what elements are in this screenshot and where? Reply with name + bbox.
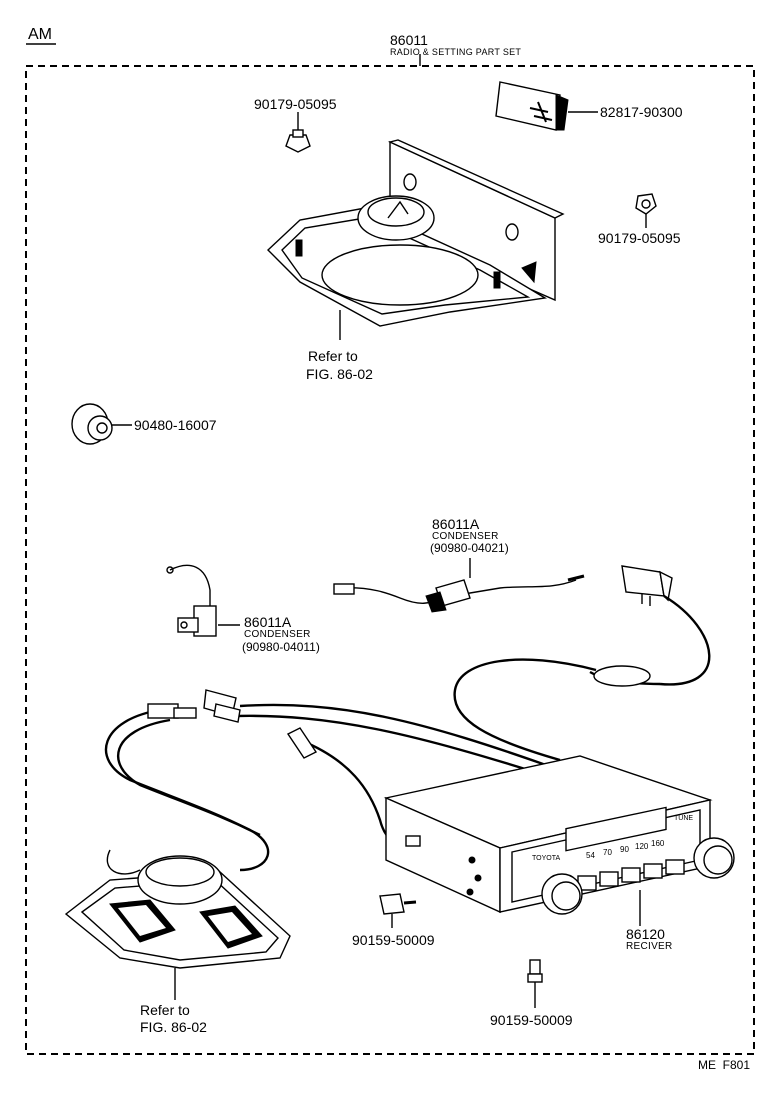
set-name: RADIO & SETTING PART SET	[390, 47, 522, 57]
radio-dial-mark: 160	[651, 839, 665, 848]
condenser-upper-sub: (90980-04021)	[430, 541, 509, 555]
screw-bottom	[527, 959, 543, 1008]
radio-tune: TUNE	[674, 815, 693, 822]
receiver-number: 86120	[626, 926, 665, 942]
receiver-wires	[104, 689, 561, 872]
part-screw-bottom: 90159-50009	[490, 1012, 573, 1028]
set-number: 86011	[390, 32, 428, 48]
radio-dial: 54 70 90 120 160	[586, 839, 665, 860]
condenser-upper-number: 86011A	[432, 516, 480, 532]
part-nut-top: 90179-05095	[254, 96, 337, 112]
ref-lower-line1: Refer to	[140, 1002, 190, 1018]
section-code: AM	[28, 26, 52, 43]
set-boundary	[25, 65, 755, 1055]
condenser-upper-name: CONDENSER	[432, 531, 499, 542]
condenser-upper	[333, 558, 585, 613]
condenser-left-number: 86011A	[244, 614, 292, 630]
part-screw-left: 90159-50009	[352, 932, 435, 948]
ref-upper-line2: FIG. 86-02	[306, 366, 373, 382]
ref-lower-line2: FIG. 86-02	[140, 1019, 207, 1035]
condenser-left-name: CONDENSER	[244, 629, 311, 640]
part-nut-right: 90179-05095	[598, 230, 681, 246]
connector-harness	[453, 565, 711, 762]
nut-top	[285, 112, 311, 153]
speaker-lower	[64, 849, 291, 1000]
speaker-bracket-top	[266, 139, 565, 340]
radio-brand: TOYOTA	[532, 855, 560, 862]
nut-right	[635, 193, 657, 228]
grommet	[71, 403, 132, 445]
condenser-left	[166, 564, 240, 637]
part-label-plate: 82817-90300	[600, 104, 683, 120]
label-plate	[495, 81, 598, 131]
radio-dial-mark: 70	[603, 848, 612, 857]
condenser-left-sub: (90980-04011)	[242, 640, 320, 654]
screw-left	[379, 893, 417, 928]
ref-upper-line1: Refer to	[308, 348, 358, 364]
receiver-name: RECIVER	[626, 941, 673, 952]
radio-dial-mark: 54	[586, 851, 595, 860]
radio-dial-mark: 90	[620, 845, 629, 854]
part-grommet: 90480-16007	[134, 417, 217, 433]
radio-dial-mark: 120	[635, 842, 649, 851]
receiver-body	[383, 755, 735, 926]
figure-code: ME F801	[698, 1058, 751, 1072]
